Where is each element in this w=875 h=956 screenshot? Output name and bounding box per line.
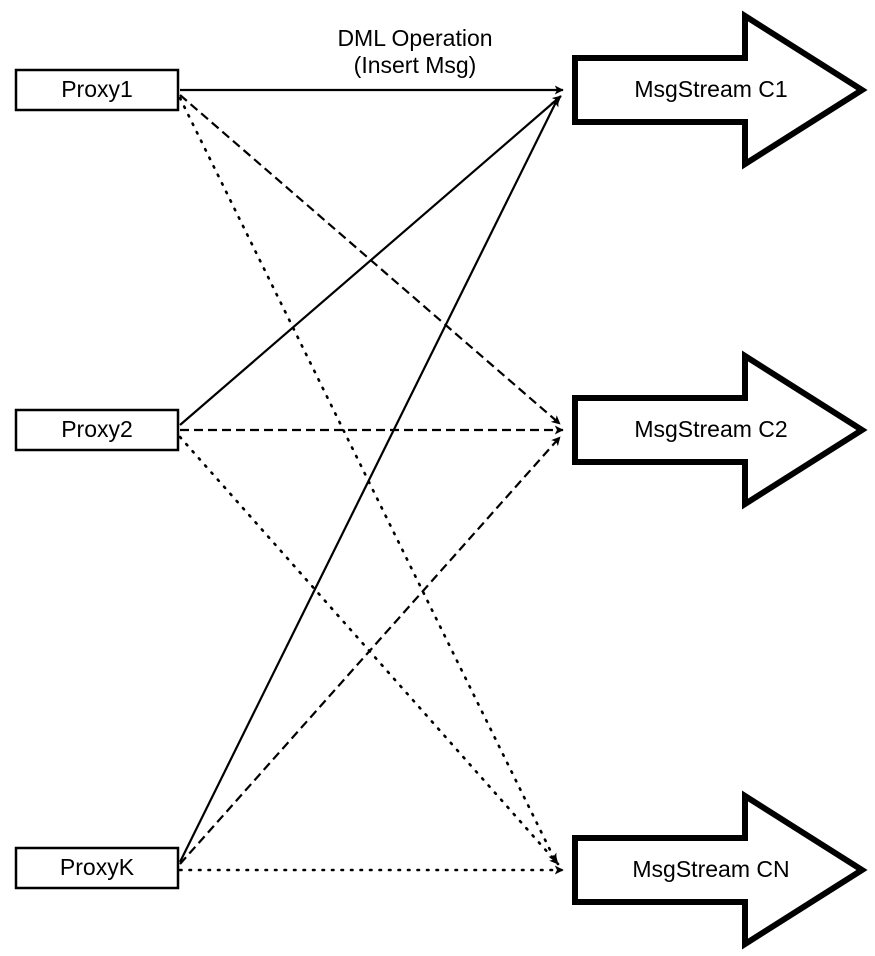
- edge-proxy1-to-cn[interactable]: [178, 96, 558, 864]
- msgstream-cn-label: MsgStream CN: [632, 856, 789, 882]
- proxy-node-proxy2[interactable]: Proxy2: [14, 408, 180, 452]
- msgstream-c2-label: MsgStream C2: [634, 416, 787, 442]
- proxy2-label: Proxy2: [61, 416, 133, 442]
- proxy2-box[interactable]: [14, 408, 180, 452]
- proxy-node-proxy1[interactable]: Proxy1: [14, 68, 180, 112]
- edge-proxyk-to-c1[interactable]: [179, 97, 559, 863]
- edge-caption-line1: DML Operation: [337, 25, 492, 51]
- proxy1-box[interactable]: [14, 68, 180, 112]
- msgstream-cn-arrow-shape[interactable]: [572, 790, 868, 950]
- proxyk-box[interactable]: [14, 846, 180, 890]
- proxyk-label: ProxyK: [60, 854, 135, 880]
- msgstream-node-c2[interactable]: MsgStream C2: [572, 350, 868, 510]
- msgstream-node-c1[interactable]: MsgStream C1: [572, 10, 868, 170]
- msgstream-c1-arrow-shape[interactable]: [572, 10, 868, 170]
- proxy-node-proxyk[interactable]: ProxyK: [14, 846, 180, 890]
- edge-caption-dml-operation: DML Operation (Insert Msg): [337, 25, 492, 78]
- edge-proxyk-to-c2[interactable]: [179, 436, 561, 865]
- proxy1-label: Proxy1: [61, 76, 133, 102]
- edge-layer: [178, 85, 565, 875]
- edge-caption-line2: (Insert Msg): [354, 52, 477, 78]
- msgstream-node-cn[interactable]: MsgStream CN: [572, 790, 868, 950]
- msgstream-c1-label: MsgStream C1: [634, 76, 787, 102]
- edge-proxy2-to-c1[interactable]: [179, 95, 562, 426]
- msgstream-c2-arrow-shape[interactable]: [572, 350, 868, 510]
